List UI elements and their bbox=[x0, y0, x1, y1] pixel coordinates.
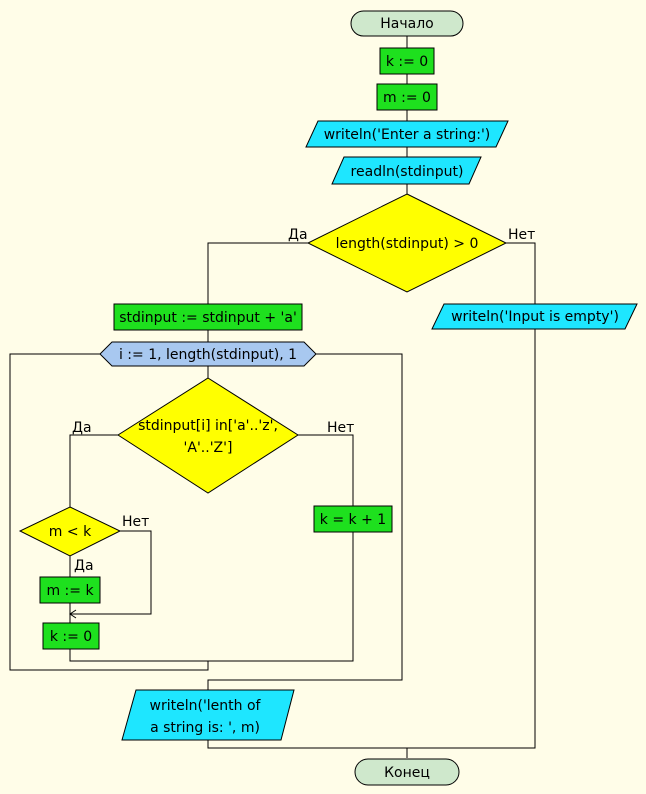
io-empty-label: writeln('Input is empty') bbox=[451, 309, 619, 325]
io-read-label: readln(stdinput) bbox=[351, 164, 464, 180]
process-k-init-label: k := 0 bbox=[386, 54, 428, 70]
io-prompt: writeln('Enter a string:') bbox=[305, 120, 509, 148]
process-append-label: stdinput := stdinput + 'a' bbox=[119, 310, 297, 326]
process-assign-m-label: m := k bbox=[46, 583, 94, 599]
io-result-line2: a string is: ', m) bbox=[150, 720, 260, 736]
io-empty: writeln('Input is empty') bbox=[431, 303, 638, 330]
branch-check-no: Нет bbox=[508, 227, 535, 243]
decision-length: length(stdinput) > 0 bbox=[306, 193, 508, 293]
process-inc-k-label: k = k + 1 bbox=[320, 512, 386, 528]
merge-arrowhead bbox=[69, 609, 77, 619]
process-m-init-label: m := 0 bbox=[383, 90, 431, 106]
end-label: Конец bbox=[384, 765, 430, 781]
edge-empty-end bbox=[407, 329, 536, 749]
decision-length-label: length(stdinput) > 0 bbox=[336, 236, 479, 252]
branch-letter-yes: Да bbox=[72, 420, 92, 436]
edge-letter-no bbox=[298, 434, 354, 506]
edge-loop-exit bbox=[207, 353, 403, 690]
decision-compare-label: m < k bbox=[49, 524, 92, 540]
connectors bbox=[9, 36, 536, 758]
loop-header-label: i := 1, length(stdinput), 1 bbox=[119, 347, 297, 363]
loop-header: i := 1, length(stdinput), 1 bbox=[99, 341, 317, 367]
edge-check-yes bbox=[207, 242, 308, 304]
decision-is-letter: stdinput[i] in['a'..'z', 'A'..'Z'] bbox=[117, 377, 299, 494]
io-result: writeln('lenth of a string is: ', m) bbox=[121, 689, 295, 741]
io-result-line1: writeln('lenth of bbox=[150, 698, 262, 714]
process-m-init: m := 0 bbox=[376, 83, 438, 111]
end-terminator: Конец bbox=[354, 758, 460, 786]
edge-result-end bbox=[207, 740, 408, 758]
process-reset-k: k := 0 bbox=[42, 622, 100, 650]
branch-cmp-no: Нет bbox=[122, 514, 149, 530]
start-label: Начало bbox=[380, 16, 433, 32]
edge-reset-merge bbox=[69, 532, 354, 662]
process-k-init: k := 0 bbox=[379, 47, 435, 75]
branch-cmp-yes: Да bbox=[74, 558, 94, 574]
decision-is-letter-line1: stdinput[i] in['a'..'z', bbox=[138, 418, 278, 434]
process-append: stdinput := stdinput + 'a' bbox=[113, 303, 303, 331]
process-assign-m: m := k bbox=[39, 576, 101, 604]
edge-cmp-no bbox=[70, 530, 152, 615]
branch-letter-no: Нет bbox=[327, 420, 354, 436]
io-read: readln(stdinput) bbox=[331, 156, 482, 185]
decision-is-letter-line2: 'A'..'Z'] bbox=[184, 440, 233, 456]
process-reset-k-label: k := 0 bbox=[50, 629, 92, 645]
edge-check-no bbox=[506, 242, 536, 304]
decision-compare: m < k bbox=[18, 506, 122, 557]
branch-check-yes: Да bbox=[288, 227, 308, 243]
start-terminator: Начало bbox=[350, 10, 464, 37]
process-inc-k: k = k + 1 bbox=[313, 505, 393, 533]
edge-loop-back bbox=[9, 353, 209, 671]
edge-letter-yes bbox=[69, 434, 118, 507]
io-prompt-label: writeln('Enter a string:') bbox=[324, 127, 491, 143]
